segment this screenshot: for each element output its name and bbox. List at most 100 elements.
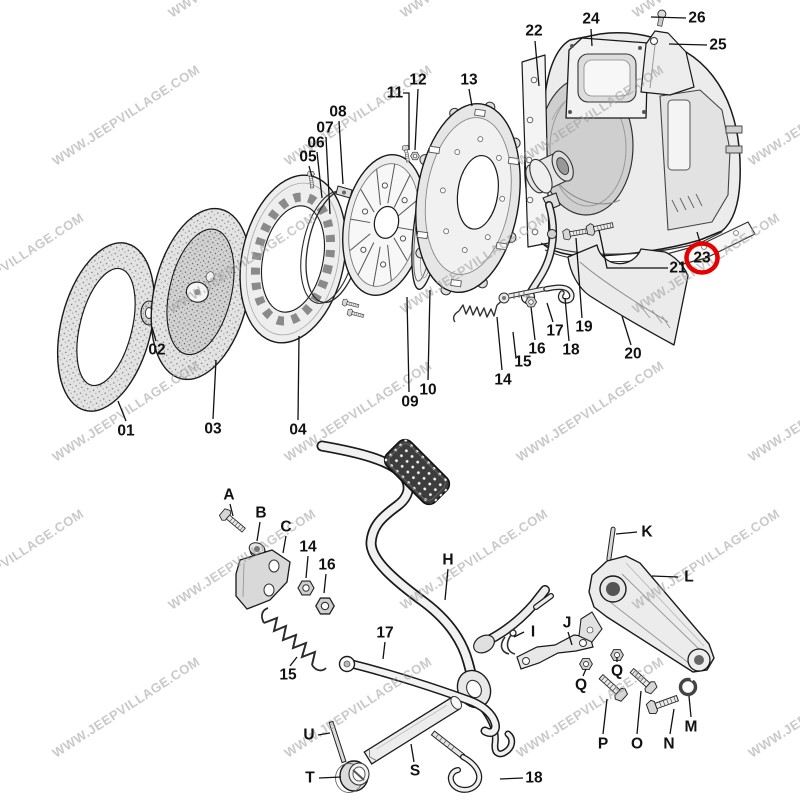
callout-L: L xyxy=(684,569,693,586)
pedal-linkage-drawing xyxy=(217,438,715,793)
callout-leader-17 xyxy=(382,641,386,660)
callout-C: C xyxy=(280,519,291,536)
part-screw-26 xyxy=(656,9,667,27)
callout-leader-19 xyxy=(575,237,583,319)
part-pedal-pad xyxy=(383,438,451,506)
callout-Q: Q xyxy=(575,677,587,694)
callout-leader-20 xyxy=(621,315,632,346)
callout-19: 19 xyxy=(575,319,593,336)
callout-leader-O xyxy=(636,690,642,735)
callout-09: 09 xyxy=(401,394,419,411)
part-clutch-facing-01 xyxy=(56,242,156,412)
callout-10: 10 xyxy=(419,382,436,399)
callout-leader-U xyxy=(317,732,331,736)
callout-leader-24 xyxy=(590,28,593,47)
callout-T: T xyxy=(305,770,315,787)
callout-leader-01 xyxy=(117,400,127,422)
watermark-text: WWW.JEEPVILLAGE.COM xyxy=(0,0,87,21)
callout-leader-16 xyxy=(530,306,536,341)
callout-O: O xyxy=(631,736,643,753)
part-bracket-C xyxy=(235,549,291,610)
watermark-text: WWW.JEEPVILLAGE.COM xyxy=(0,506,87,613)
clutch-assembly-drawing xyxy=(56,9,756,412)
callout-N: N xyxy=(663,736,674,753)
callout-12: 12 xyxy=(409,72,426,89)
callout-leader-17 xyxy=(546,302,554,323)
callout-05: 05 xyxy=(299,149,317,166)
part-nut-16 xyxy=(525,296,537,308)
part-dust-cover-20 xyxy=(567,244,689,346)
callout-06: 06 xyxy=(307,135,325,152)
part-nut-16b xyxy=(315,597,335,615)
watermark-text: WWW.JEEPVILLAGE.COM xyxy=(629,506,782,613)
part-spring-15 xyxy=(261,607,327,672)
callout-leader-18 xyxy=(499,777,524,780)
callout-A: A xyxy=(223,487,234,504)
callout-16: 16 xyxy=(528,341,546,358)
callout-17: 17 xyxy=(376,625,393,642)
part-bellcrank-fork xyxy=(473,585,554,654)
callout-I: I xyxy=(531,624,535,641)
part-clip-I xyxy=(500,629,517,655)
callout-leader-04 xyxy=(297,335,300,421)
callout-22: 22 xyxy=(525,23,542,40)
part-bolt-N xyxy=(645,691,681,717)
callout-leader-15 xyxy=(512,331,517,359)
callout-leader-11 xyxy=(403,92,410,150)
callout-leader-16 xyxy=(323,573,327,594)
part-rod-15 xyxy=(508,286,545,299)
callout-26: 26 xyxy=(688,10,706,27)
callout-leader-T xyxy=(318,776,342,779)
callout-leader-05 xyxy=(308,165,313,178)
callout-leader-P xyxy=(602,698,608,735)
part-small-bolt-a xyxy=(341,297,360,310)
callout-18: 18 xyxy=(525,770,543,787)
callout-leader-26 xyxy=(650,16,687,19)
callout-leader-03 xyxy=(212,359,217,420)
callout-leader-B xyxy=(256,521,261,542)
callout-17: 17 xyxy=(546,323,563,340)
callout-leader-02 xyxy=(151,326,157,342)
part-bracket-L xyxy=(578,555,715,673)
callout-leader-M xyxy=(688,695,692,718)
callout-leader-Q xyxy=(582,668,587,677)
callout-B: B xyxy=(255,505,266,522)
part-pin-K xyxy=(606,526,616,562)
callout-leader-14 xyxy=(496,316,503,371)
callout-leader-N xyxy=(669,708,675,735)
watermark-text: WWW.JEEPVILLAGE.COM xyxy=(397,506,550,613)
callout-leader-21 xyxy=(598,229,668,269)
callout-M: M xyxy=(685,719,698,736)
callout-leader-13 xyxy=(468,88,473,107)
callout-U: U xyxy=(303,727,314,744)
watermark-text: WWW.JEEPVILLAGE.COM xyxy=(513,358,666,465)
callout-leader-15 xyxy=(289,656,298,667)
callout-leader-23 xyxy=(696,231,701,243)
part-hook-rod-18 xyxy=(543,284,575,304)
callout-leader-18 xyxy=(564,297,570,342)
callout-11: 11 xyxy=(387,85,404,102)
highlight-circle-23 xyxy=(684,241,720,275)
watermark-text: WWW.JEEPVILLAGE.COM xyxy=(513,654,666,761)
watermark-text: WWW.JEEPVILLAGE.COM xyxy=(745,654,800,761)
callout-S: S xyxy=(410,763,420,780)
watermark-text: WWW.JEEPVILLAGE.COM xyxy=(165,0,318,21)
callout-24: 24 xyxy=(582,11,600,28)
part-return-spring-14 xyxy=(452,292,510,323)
callout-25: 25 xyxy=(709,37,727,54)
part-clutch-disc-03 xyxy=(150,207,252,381)
callout-leader-07 xyxy=(325,136,331,215)
callout-03: 03 xyxy=(204,421,222,438)
callout-leader-12 xyxy=(414,88,419,151)
part-clip-08 xyxy=(335,185,353,199)
callout-leader-L xyxy=(651,575,679,578)
callout-leader-09 xyxy=(406,296,410,393)
part-hook-bolt-18 xyxy=(430,730,483,793)
part-nut-14 xyxy=(297,580,315,596)
callout-H: H xyxy=(442,552,453,569)
callout-08: 08 xyxy=(329,104,347,121)
part-diaphragm-disc-09 xyxy=(342,154,426,296)
callout-15: 15 xyxy=(514,354,532,371)
callout-02: 02 xyxy=(148,342,165,359)
